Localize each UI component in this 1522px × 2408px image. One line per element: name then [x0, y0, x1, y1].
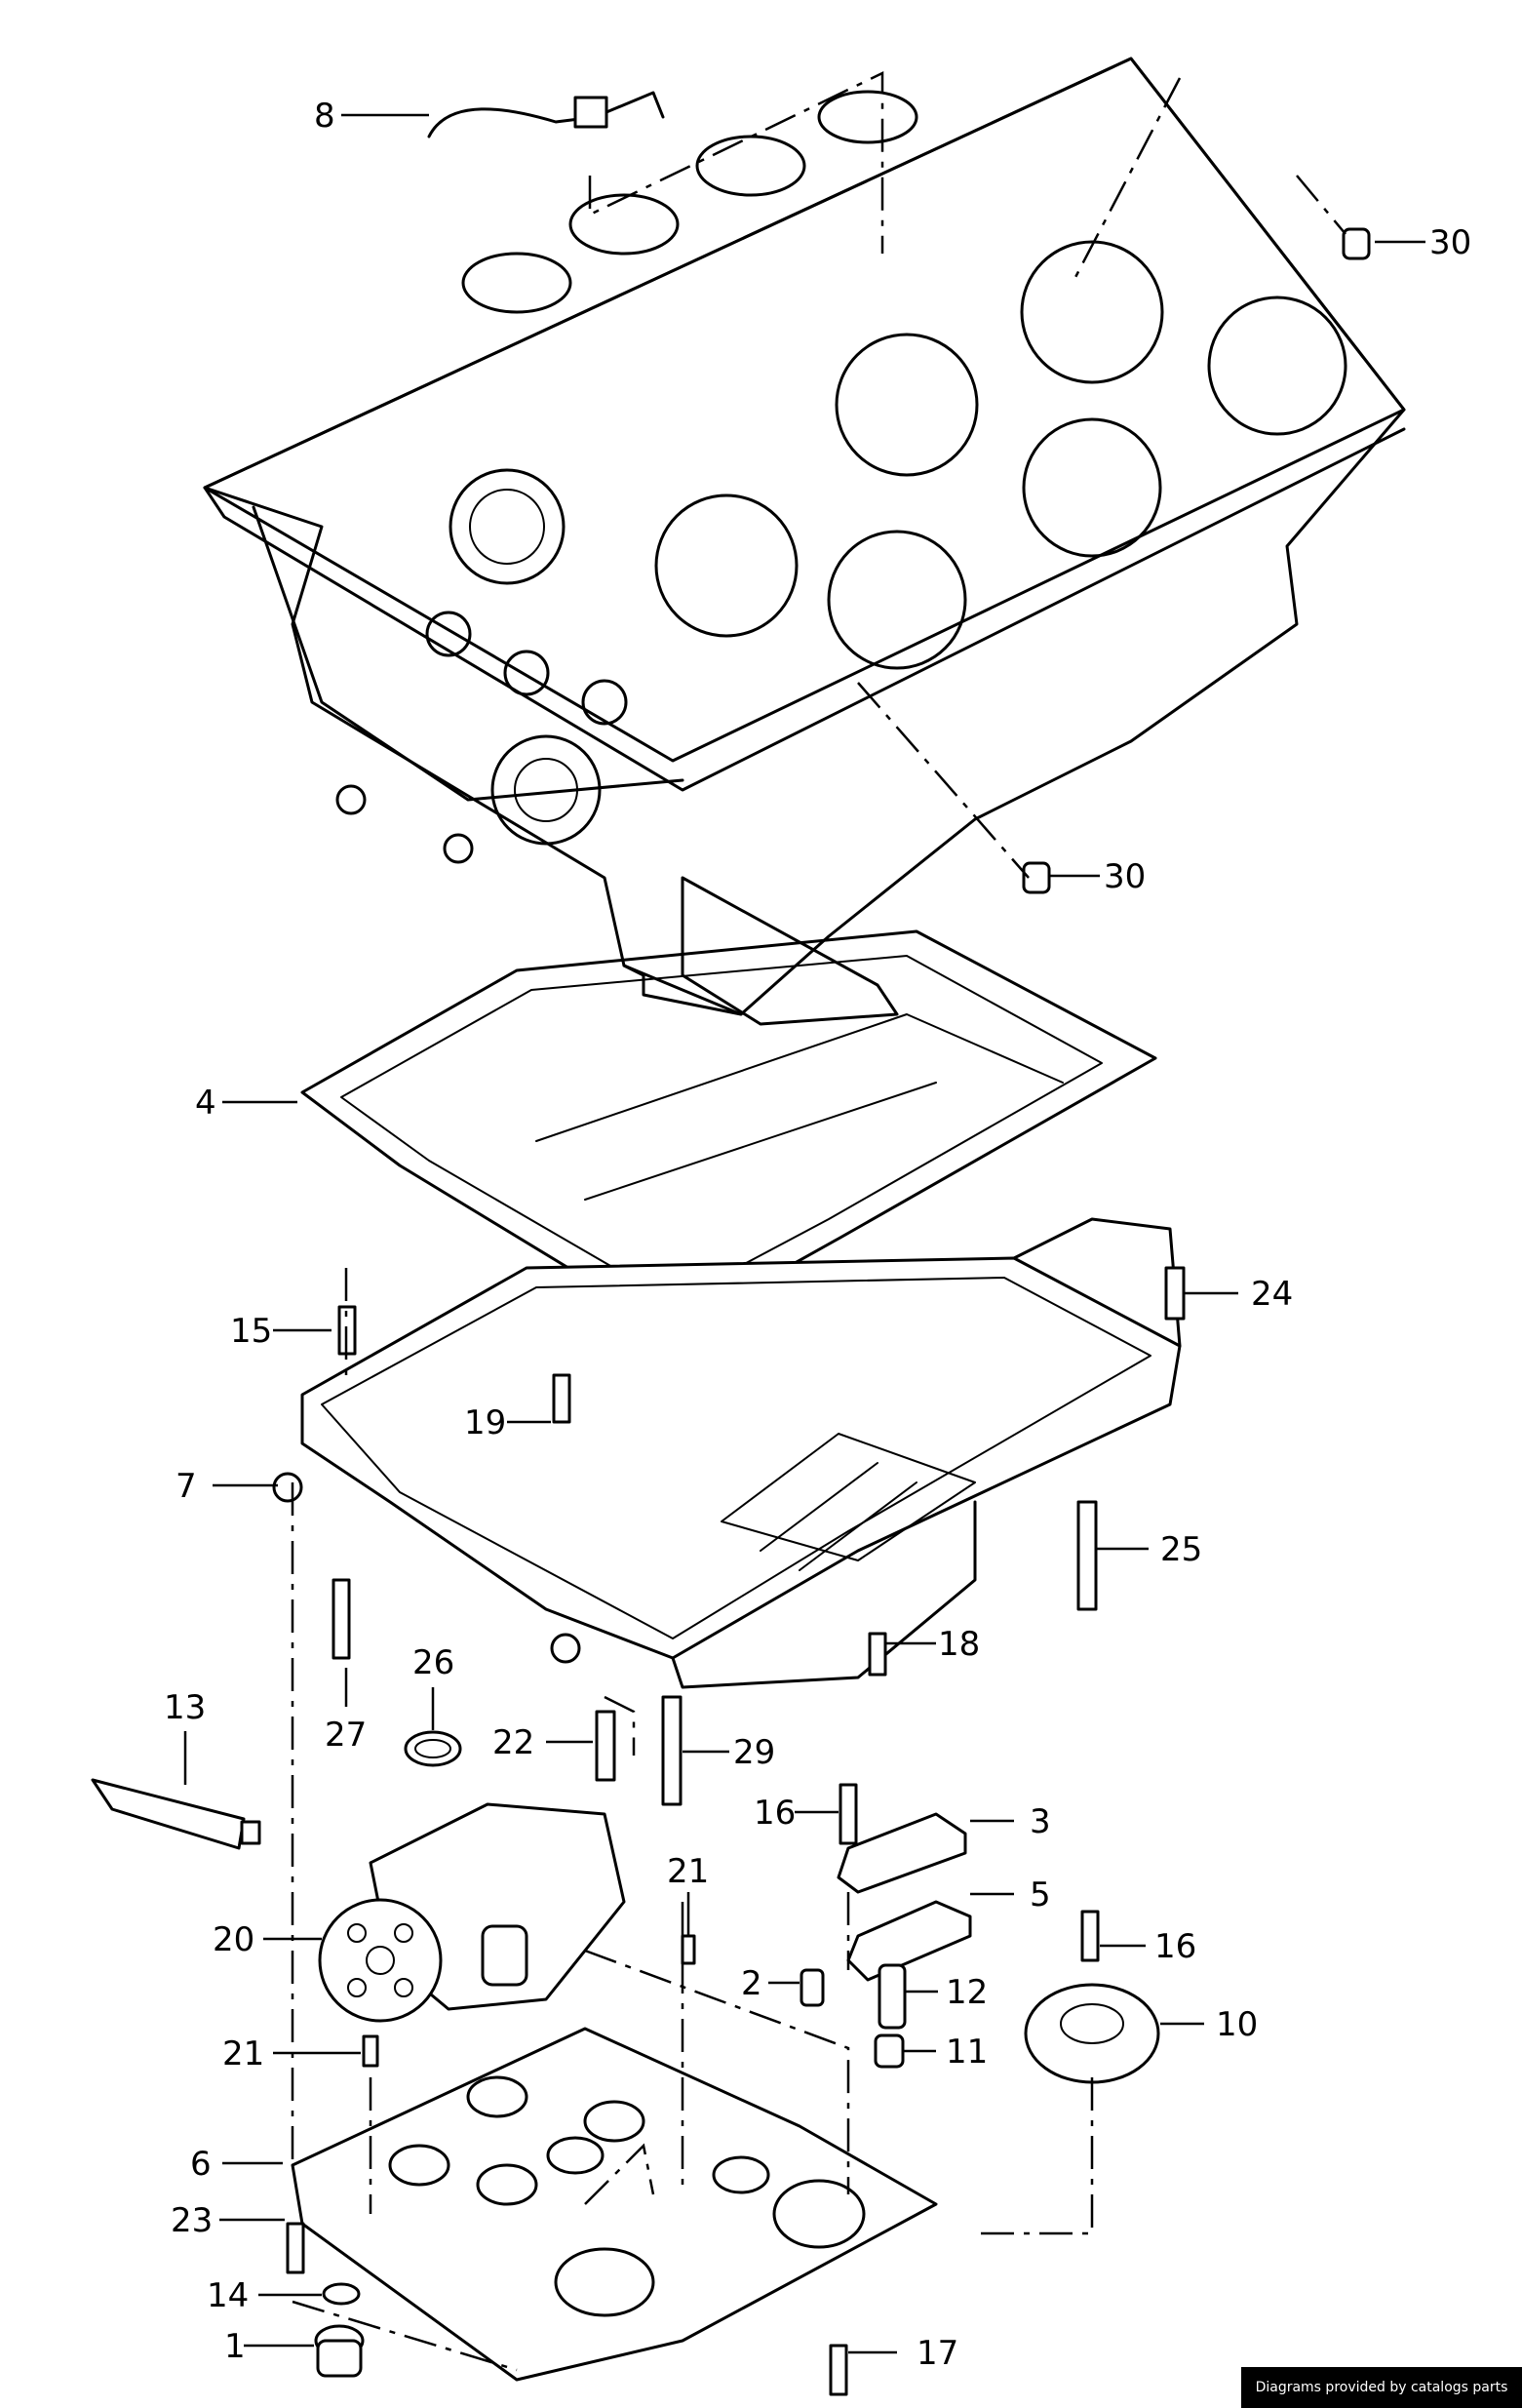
attribution-footer: Diagrams provided by catalogs parts [1241, 2367, 1522, 2408]
callout-27: 27 [325, 1716, 367, 1755]
callout-26: 26 [412, 1643, 454, 1682]
callout-21-left: 21 [222, 2034, 264, 2073]
callout-19: 19 [464, 1403, 506, 1442]
callout-16-right: 16 [1154, 1927, 1196, 1966]
callout-5: 5 [1030, 1875, 1051, 1915]
callout-7: 7 [176, 1467, 197, 1506]
callout-30-top: 30 [1429, 223, 1471, 262]
callout-16-top: 16 [754, 1794, 796, 1833]
callout-2: 2 [741, 1964, 762, 2003]
callout-15: 15 [230, 1312, 272, 1351]
callout-23: 23 [171, 2201, 213, 2240]
assembly-guide-lines [291, 71, 1346, 2372]
callout-13: 13 [164, 1688, 206, 1727]
callout-8: 8 [314, 97, 335, 136]
callout-11: 11 [946, 2033, 988, 2072]
callout-10: 10 [1216, 2005, 1258, 2044]
callout-1: 1 [224, 2327, 246, 2366]
callout-labels: 8 30 30 4 15 24 19 7 25 18 26 27 13 22 2… [164, 97, 1471, 2373]
cover-plates[interactable] [837, 1812, 1160, 2084]
callout-14: 14 [207, 2276, 249, 2315]
callout-3: 3 [1030, 1802, 1051, 1841]
callout-20: 20 [213, 1920, 254, 1959]
callout-12: 12 [946, 1973, 988, 2012]
small-parts [91, 91, 1371, 2396]
callout-17: 17 [917, 2334, 958, 2373]
callout-30-mid: 30 [1104, 857, 1146, 896]
callout-29: 29 [733, 1733, 775, 1772]
oil-pan-gasket[interactable] [300, 929, 1157, 1333]
callout-4: 4 [195, 1084, 216, 1123]
upper-oil-pan[interactable] [272, 1217, 1182, 1689]
callout-18: 18 [938, 1625, 980, 1664]
oil-pump[interactable] [318, 1802, 626, 2023]
engine-block[interactable] [203, 57, 1406, 1026]
callout-24: 24 [1251, 1275, 1293, 1314]
callout-25: 25 [1160, 1530, 1202, 1569]
attribution-text: Diagrams provided by catalogs parts [1255, 2380, 1508, 2395]
callout-21-top: 21 [667, 1852, 709, 1891]
leader-lines [183, 113, 1425, 2354]
callout-6: 6 [190, 2145, 212, 2184]
baffle-plate[interactable] [291, 2027, 938, 2382]
callout-22: 22 [492, 1723, 534, 1762]
